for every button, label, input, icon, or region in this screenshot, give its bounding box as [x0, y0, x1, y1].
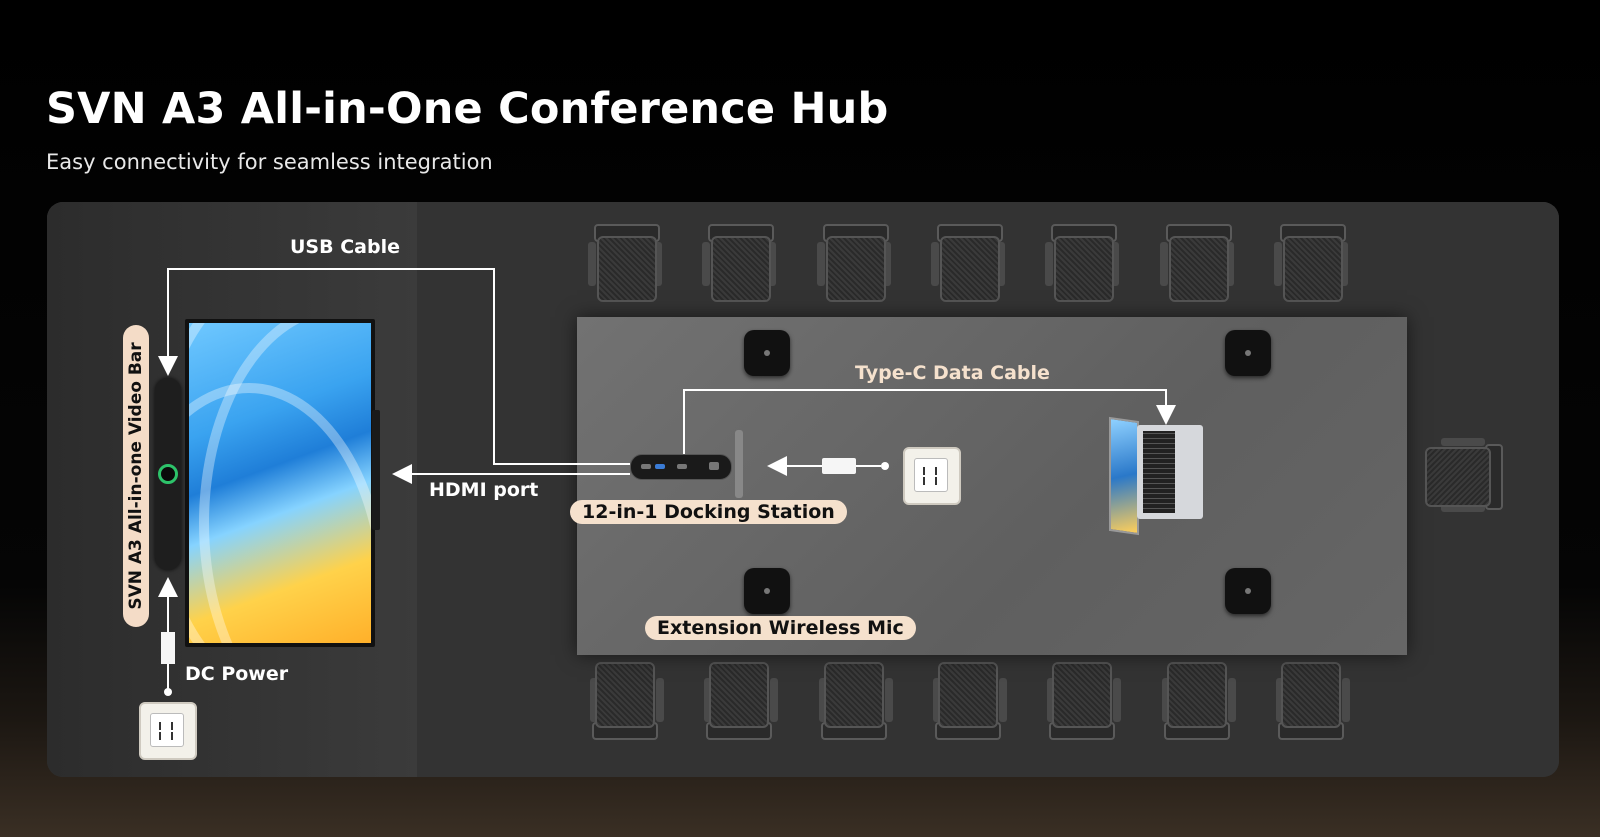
- wireless-mic-icon: [1225, 330, 1271, 376]
- docking-station-icon: [630, 454, 732, 480]
- chair-icon: [817, 224, 891, 302]
- conference-room-diagram: SVN A3 All-in-one Video Bar: [47, 202, 1559, 777]
- type-c-cable-label: Type-C Data Cable: [855, 362, 1050, 384]
- docking-station-label: 12-in-1 Docking Station: [570, 500, 847, 524]
- display-icon: [185, 319, 375, 647]
- wireless-mic-label: Extension Wireless Mic: [645, 616, 916, 640]
- usb-cable-line: [158, 268, 630, 465]
- dc-power-label: DC Power: [185, 663, 289, 685]
- dock-power-plug-icon: [881, 462, 889, 470]
- display-wallpaper: [189, 323, 371, 643]
- hdmi-port-label: HDMI port: [429, 479, 539, 501]
- camera-lens-icon: [158, 464, 178, 484]
- wireless-mic-icon: [744, 330, 790, 376]
- docking-station-side: [735, 430, 743, 498]
- wireless-mic-icon: [744, 568, 790, 614]
- chair-icon: [588, 224, 662, 302]
- chair-icon: [1045, 224, 1119, 302]
- usb-cable-label: USB Cable: [290, 236, 400, 258]
- dc-power-adapter-icon: [161, 632, 175, 664]
- dc-power-plug-icon: [164, 688, 172, 696]
- chair-icon: [1274, 224, 1348, 302]
- power-outlet-icon: [903, 447, 961, 505]
- laptop-icon: [1109, 416, 1207, 536]
- chair-icon: [931, 224, 1005, 302]
- type-c-cable-line: [683, 389, 1176, 454]
- video-bar-icon: [155, 378, 181, 570]
- power-outlet-icon: [139, 702, 197, 760]
- chair-icon: [702, 224, 776, 302]
- connection-wires: [158, 268, 1176, 696]
- display-stand: [372, 410, 380, 530]
- page-subtitle: Easy connectivity for seamless integrati…: [46, 150, 493, 174]
- power-adapter-icon: [822, 458, 856, 474]
- video-bar-label: SVN A3 All-in-one Video Bar: [123, 325, 149, 627]
- chair-icon: [1160, 224, 1234, 302]
- wireless-mic-icon: [1225, 568, 1271, 614]
- page-title: SVN A3 All-in-One Conference Hub: [46, 84, 889, 134]
